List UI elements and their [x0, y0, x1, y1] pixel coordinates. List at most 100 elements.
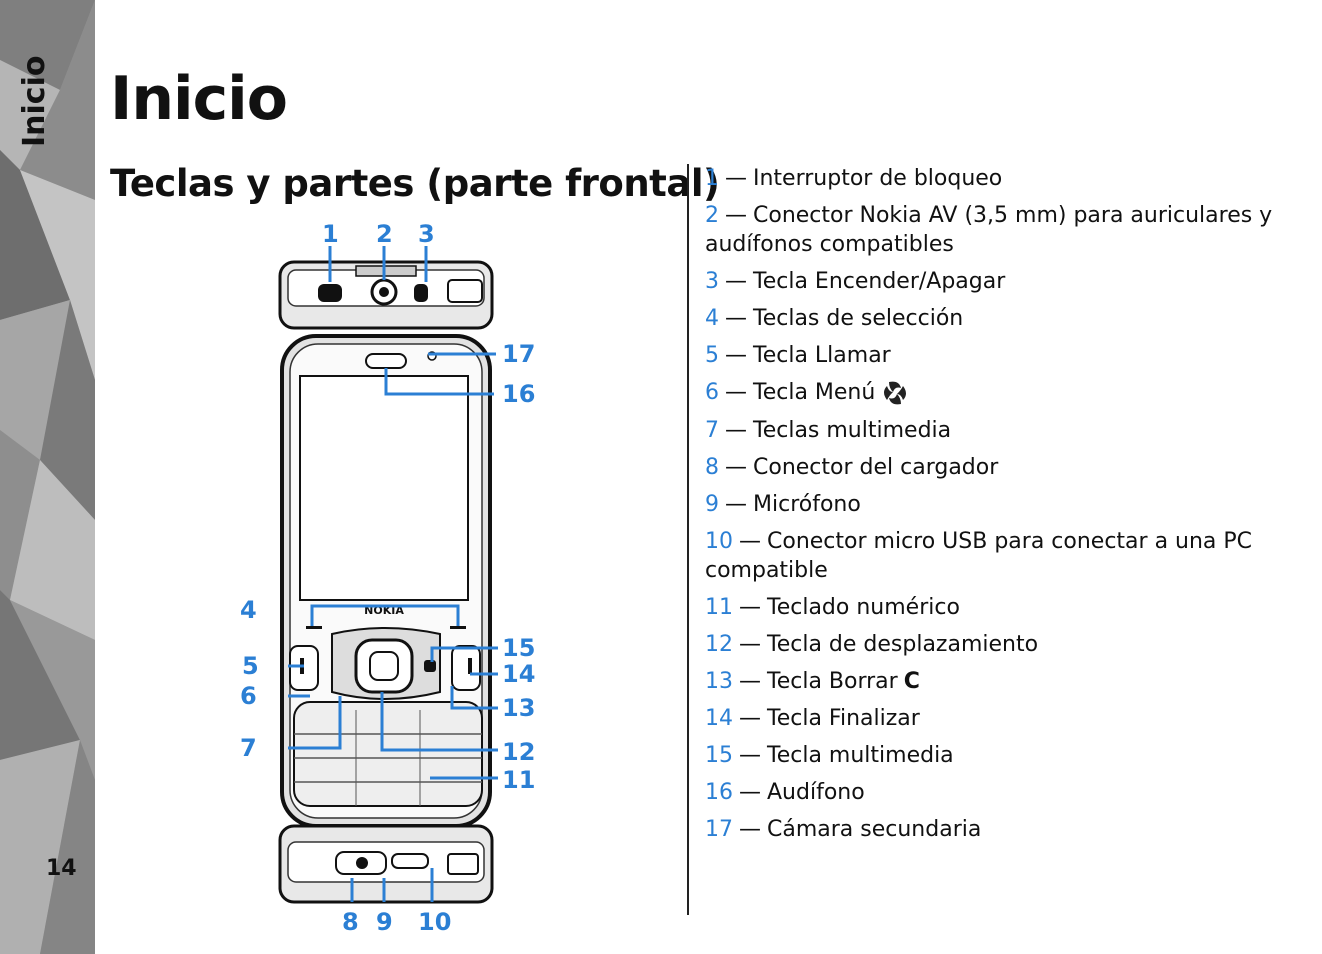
legend-text: Micrófono — [753, 492, 861, 517]
legend-number: 8 — [705, 455, 719, 480]
callout-1: 1 — [322, 222, 339, 248]
legend-number: 3 — [705, 269, 719, 294]
legend-separator: — — [739, 706, 761, 731]
legend-number: 1 — [705, 166, 719, 191]
legend-text: Audífono — [767, 780, 865, 805]
legend-item: 9—Micrófono — [705, 490, 1295, 519]
chapter-label: Inicio — [17, 55, 52, 147]
legend-text: Conector Nokia AV (3,5 mm) para auricula… — [705, 203, 1273, 257]
legend-text: Conector micro USB para conectar a una P… — [705, 529, 1253, 583]
column-divider — [687, 164, 689, 915]
legend-number: 9 — [705, 492, 719, 517]
legend-text: Tecla Encender/Apagar — [753, 269, 1006, 294]
callout-12: 12 — [502, 738, 535, 766]
legend-number: 4 — [705, 306, 719, 331]
legend-text: Cámara secundaria — [767, 817, 982, 842]
legend-text: Tecla multimedia — [767, 743, 954, 768]
legend-number: 15 — [705, 743, 733, 768]
legend-number: 17 — [705, 817, 733, 842]
legend-item: 12—Tecla de desplazamiento — [705, 630, 1295, 659]
legend-item: 6—Tecla Menú — [705, 378, 1295, 408]
legend-separator: — — [725, 343, 747, 368]
callout-2: 2 — [376, 222, 393, 248]
callout-4: 4 — [240, 596, 257, 624]
legend-item: 1—Interruptor de bloqueo — [705, 164, 1295, 193]
callout-9: 9 — [376, 908, 393, 936]
legend-number: 6 — [705, 380, 719, 405]
legend-item: 15—Tecla multimedia — [705, 741, 1295, 770]
legend-item: 14—Tecla Finalizar — [705, 704, 1295, 733]
bottom-edge-view — [278, 824, 494, 904]
legend-separator: — — [725, 455, 747, 480]
legend-number: 14 — [705, 706, 733, 731]
callout-numbers: 1 2 3 4 5 6 7 8 9 10 11 12 13 14 15 16 1… — [240, 222, 535, 936]
callout-3: 3 — [418, 222, 435, 248]
callout-17: 17 — [502, 340, 535, 368]
legend-text: Tecla de desplazamiento — [767, 632, 1039, 657]
sidebar-pattern — [0, 0, 95, 954]
menu-key-icon — [884, 381, 907, 405]
legend-item: 7—Teclas multimedia — [705, 416, 1295, 445]
callout-7: 7 — [240, 734, 257, 762]
legend-separator: — — [739, 780, 761, 805]
callout-6: 6 — [240, 682, 257, 710]
legend-number: 13 — [705, 669, 733, 694]
callout-16: 16 — [502, 380, 535, 408]
page-number: 14 — [46, 856, 77, 881]
top-edge-view — [278, 260, 494, 330]
legend-item: 5—Tecla Llamar — [705, 341, 1295, 370]
legend-text: Teclado numérico — [767, 595, 960, 620]
callout-14: 14 — [502, 660, 535, 688]
legend-number: 7 — [705, 418, 719, 443]
legend-text: Teclas de selección — [753, 306, 964, 331]
legend-item: 17—Cámara secundaria — [705, 815, 1295, 844]
page-title: Inicio — [110, 64, 288, 134]
legend-item: 8—Conector del cargador — [705, 453, 1295, 482]
legend-separator: — — [725, 166, 747, 191]
legend-item: 10—Conector micro USB para conectar a un… — [705, 527, 1295, 585]
legend-text: Interruptor de bloqueo — [753, 166, 1003, 191]
section-title: Teclas y partes (parte frontal) — [110, 162, 720, 205]
callout-11: 11 — [502, 766, 535, 794]
legend-item: 16—Audífono — [705, 778, 1295, 807]
legend-separator: — — [739, 595, 761, 620]
callout-10: 10 — [418, 908, 451, 936]
callout-lines — [288, 246, 498, 902]
phone-diagram: NOKIA — [240, 222, 535, 936]
legend-separator: — — [725, 306, 747, 331]
callout-13: 13 — [502, 694, 535, 722]
legend-separator: — — [739, 817, 761, 842]
legend-text: Tecla Menú — [753, 380, 876, 405]
callout-15: 15 — [502, 634, 535, 662]
legend-item: 2—Conector Nokia AV (3,5 mm) para auricu… — [705, 201, 1295, 259]
legend-number: 12 — [705, 632, 733, 657]
chapter-sidebar: Inicio 14 — [0, 0, 95, 954]
legend-item: 3—Tecla Encender/Apagar — [705, 267, 1295, 296]
legend-item: 4—Teclas de selección — [705, 304, 1295, 333]
legend-separator: — — [725, 380, 747, 405]
legend-separator: — — [725, 269, 747, 294]
legend-separator: — — [739, 632, 761, 657]
callout-8: 8 — [342, 908, 359, 936]
callout-5: 5 — [242, 652, 259, 680]
legend-separator: — — [739, 669, 761, 694]
legend-separator: — — [725, 418, 747, 443]
legend-text: Teclas multimedia — [753, 418, 952, 443]
legend-separator: — — [725, 203, 747, 228]
legend-separator: — — [739, 743, 761, 768]
legend-item: 11—Teclado numérico — [705, 593, 1295, 622]
clear-key-glyph: C — [903, 669, 920, 694]
legend-text: Conector del cargador — [753, 455, 999, 480]
legend-separator: — — [739, 529, 761, 554]
legend-number: 11 — [705, 595, 733, 620]
phone-front: NOKIA — [280, 334, 492, 828]
legend-number: 2 — [705, 203, 719, 228]
legend-text: Tecla Finalizar — [767, 706, 920, 731]
legend-number: 5 — [705, 343, 719, 368]
legend-separator: — — [725, 492, 747, 517]
legend-text: Tecla Llamar — [753, 343, 891, 368]
legend-text: Tecla Borrar — [767, 669, 898, 694]
legend-number: 10 — [705, 529, 733, 554]
